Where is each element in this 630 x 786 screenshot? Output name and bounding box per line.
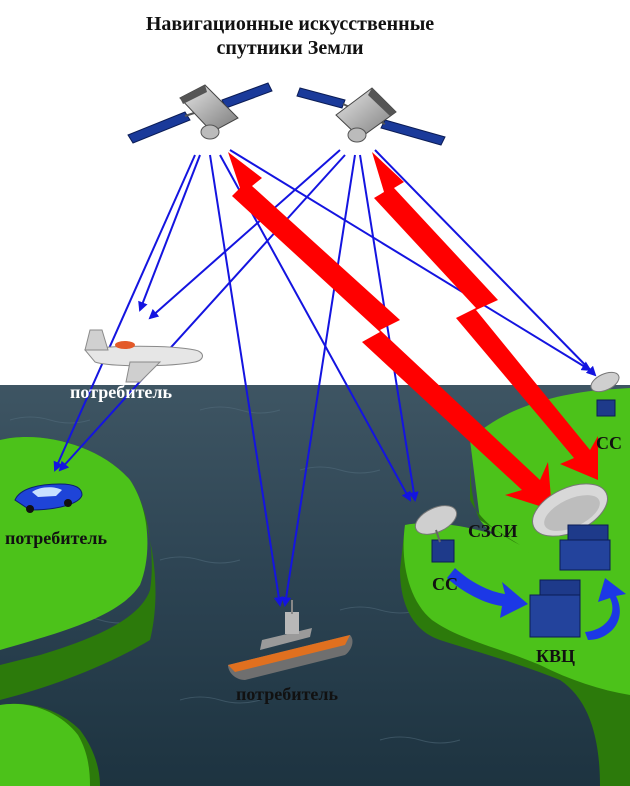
signal-sat2-to-car xyxy=(58,154,346,472)
ship-icon xyxy=(228,600,353,680)
bottom-left-land xyxy=(0,703,100,786)
signal-sat2-to-cc-left xyxy=(359,154,419,502)
signal-sat2-to-ship xyxy=(281,154,356,607)
title-line-1: Навигационные искусственные xyxy=(145,13,435,35)
kvc-building-icon xyxy=(529,579,581,638)
label-car-consumer: потребитель xyxy=(5,528,108,548)
arrow-cc-to-kvc xyxy=(447,568,528,618)
car-icon xyxy=(14,483,83,513)
data-flow-arrows xyxy=(447,568,626,640)
control-link-sat2 xyxy=(372,152,598,480)
ground-station-left-icon xyxy=(414,505,458,563)
signal-sat2-to-cc-right xyxy=(374,149,597,377)
signal-sat1-to-ship xyxy=(209,154,284,607)
signal-sat1-to-car xyxy=(53,154,196,472)
label-szsi: СЗСИ xyxy=(468,521,518,541)
diagram-title: Навигационные искусственные спутники Зем… xyxy=(95,12,485,60)
title-line-2: спутники Земли xyxy=(216,37,364,59)
label-plane-consumer: потребитель xyxy=(70,382,173,402)
label-cc-left: СС xyxy=(432,574,458,594)
signal-sat1-to-cc-right xyxy=(229,149,592,372)
szsi-station-icon xyxy=(532,483,611,571)
satellite-left xyxy=(127,82,273,144)
label-kvc: КВЦ xyxy=(536,646,576,666)
arrow-kvc-to-szsi xyxy=(585,578,626,640)
control-link-sat1 xyxy=(228,152,552,510)
control-links xyxy=(228,152,598,510)
signal-sat1-to-plane xyxy=(138,154,201,312)
signal-sat2-to-plane xyxy=(148,149,341,320)
plane-icon xyxy=(84,329,203,383)
navigation-signals xyxy=(53,149,597,607)
satellite-right xyxy=(296,87,446,146)
label-ship-consumer: потребитель xyxy=(236,684,339,704)
ground-station-right-icon xyxy=(590,371,620,417)
label-cc-right: СС xyxy=(596,433,622,453)
